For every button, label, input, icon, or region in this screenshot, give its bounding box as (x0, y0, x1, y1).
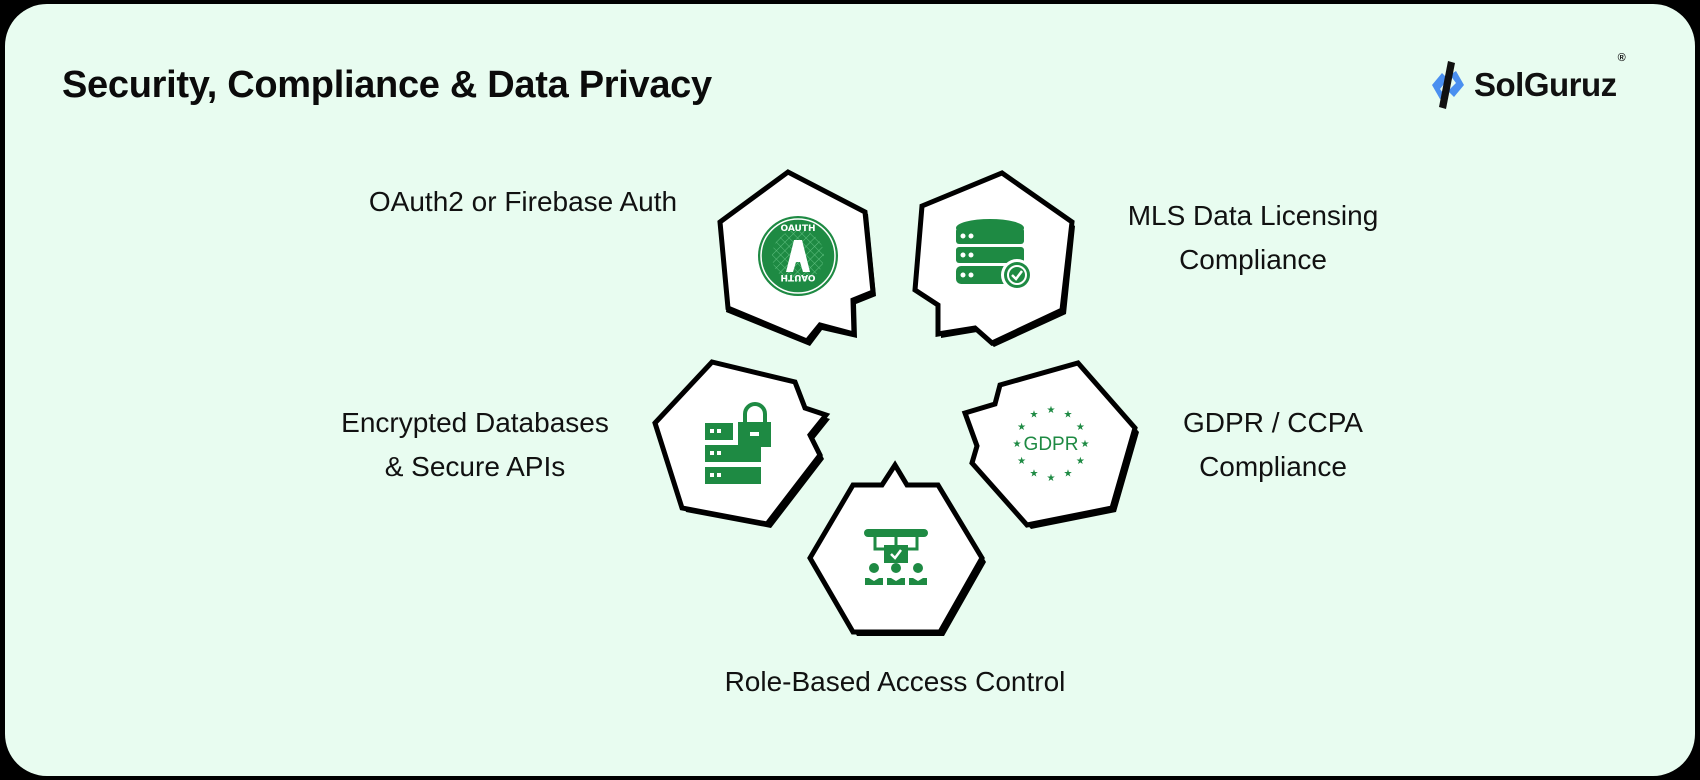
database-check-icon (956, 219, 1033, 291)
label-gdpr: GDPR / CCPA Compliance (1153, 401, 1393, 489)
solguruz-logo-icon (1432, 61, 1464, 109)
label-line: Role-Based Access Control (724, 666, 1066, 697)
label-line: Compliance (1179, 244, 1327, 275)
hex-gdpr: GDPR ★★★★★★★★★★★★ (961, 360, 1139, 529)
star-icon: ★ (1076, 456, 1085, 467)
gdpr-text: GDPR (1024, 434, 1079, 455)
hex-mls (912, 170, 1075, 347)
star-icon: ★ (1064, 410, 1073, 421)
label-line: MLS Data Licensing (1127, 200, 1379, 231)
label-encrypted: Encrypted Databases & Secure APIs (310, 401, 640, 489)
label-line: OAuth2 or Firebase Auth (368, 186, 678, 217)
star-icon: ★ (1076, 422, 1085, 433)
role-access-icon (864, 529, 928, 585)
label-rbac: Role-Based Access Control (685, 660, 1105, 704)
label-mls: MLS Data Licensing Compliance (1088, 194, 1418, 282)
star-icon: ★ (1030, 468, 1039, 479)
label-line: Compliance (1199, 451, 1347, 482)
oauth-top-text: OAUTH (780, 224, 815, 234)
label-line: GDPR / CCPA (1183, 407, 1363, 438)
label-line: Encrypted Databases (341, 407, 609, 438)
star-icon: ★ (1064, 468, 1073, 479)
page-title: Security, Compliance & Data Privacy (62, 64, 712, 106)
gdpr-stars-icon: GDPR ★★★★★★★★★★★★ (1013, 405, 1090, 484)
label-oauth: OAuth2 or Firebase Auth (323, 180, 723, 224)
server-lock-icon (705, 402, 771, 484)
label-line: & Secure APIs (384, 451, 566, 482)
star-icon: ★ (1017, 456, 1026, 467)
star-icon: ★ (1081, 439, 1090, 450)
hex-oauth: OAUTH OAUTH (717, 169, 876, 346)
hex-encrypted (652, 359, 831, 528)
star-icon: ★ (1017, 422, 1026, 433)
star-icon: ★ (1013, 439, 1022, 450)
hex-rbac (807, 460, 986, 636)
oauth-badge-icon: OAUTH OAUTH (758, 216, 838, 296)
star-icon: ★ (1047, 405, 1056, 416)
brand-logo: SolGuruz® (1428, 52, 1626, 113)
star-icon: ★ (1047, 473, 1056, 484)
brand-name: SolGuruz® (1474, 52, 1626, 103)
infographic-card: Security, Compliance & Data Privacy SolG… (5, 4, 1695, 776)
star-icon: ★ (1030, 410, 1039, 421)
oauth-bottom-text: OAUTH (780, 272, 815, 282)
